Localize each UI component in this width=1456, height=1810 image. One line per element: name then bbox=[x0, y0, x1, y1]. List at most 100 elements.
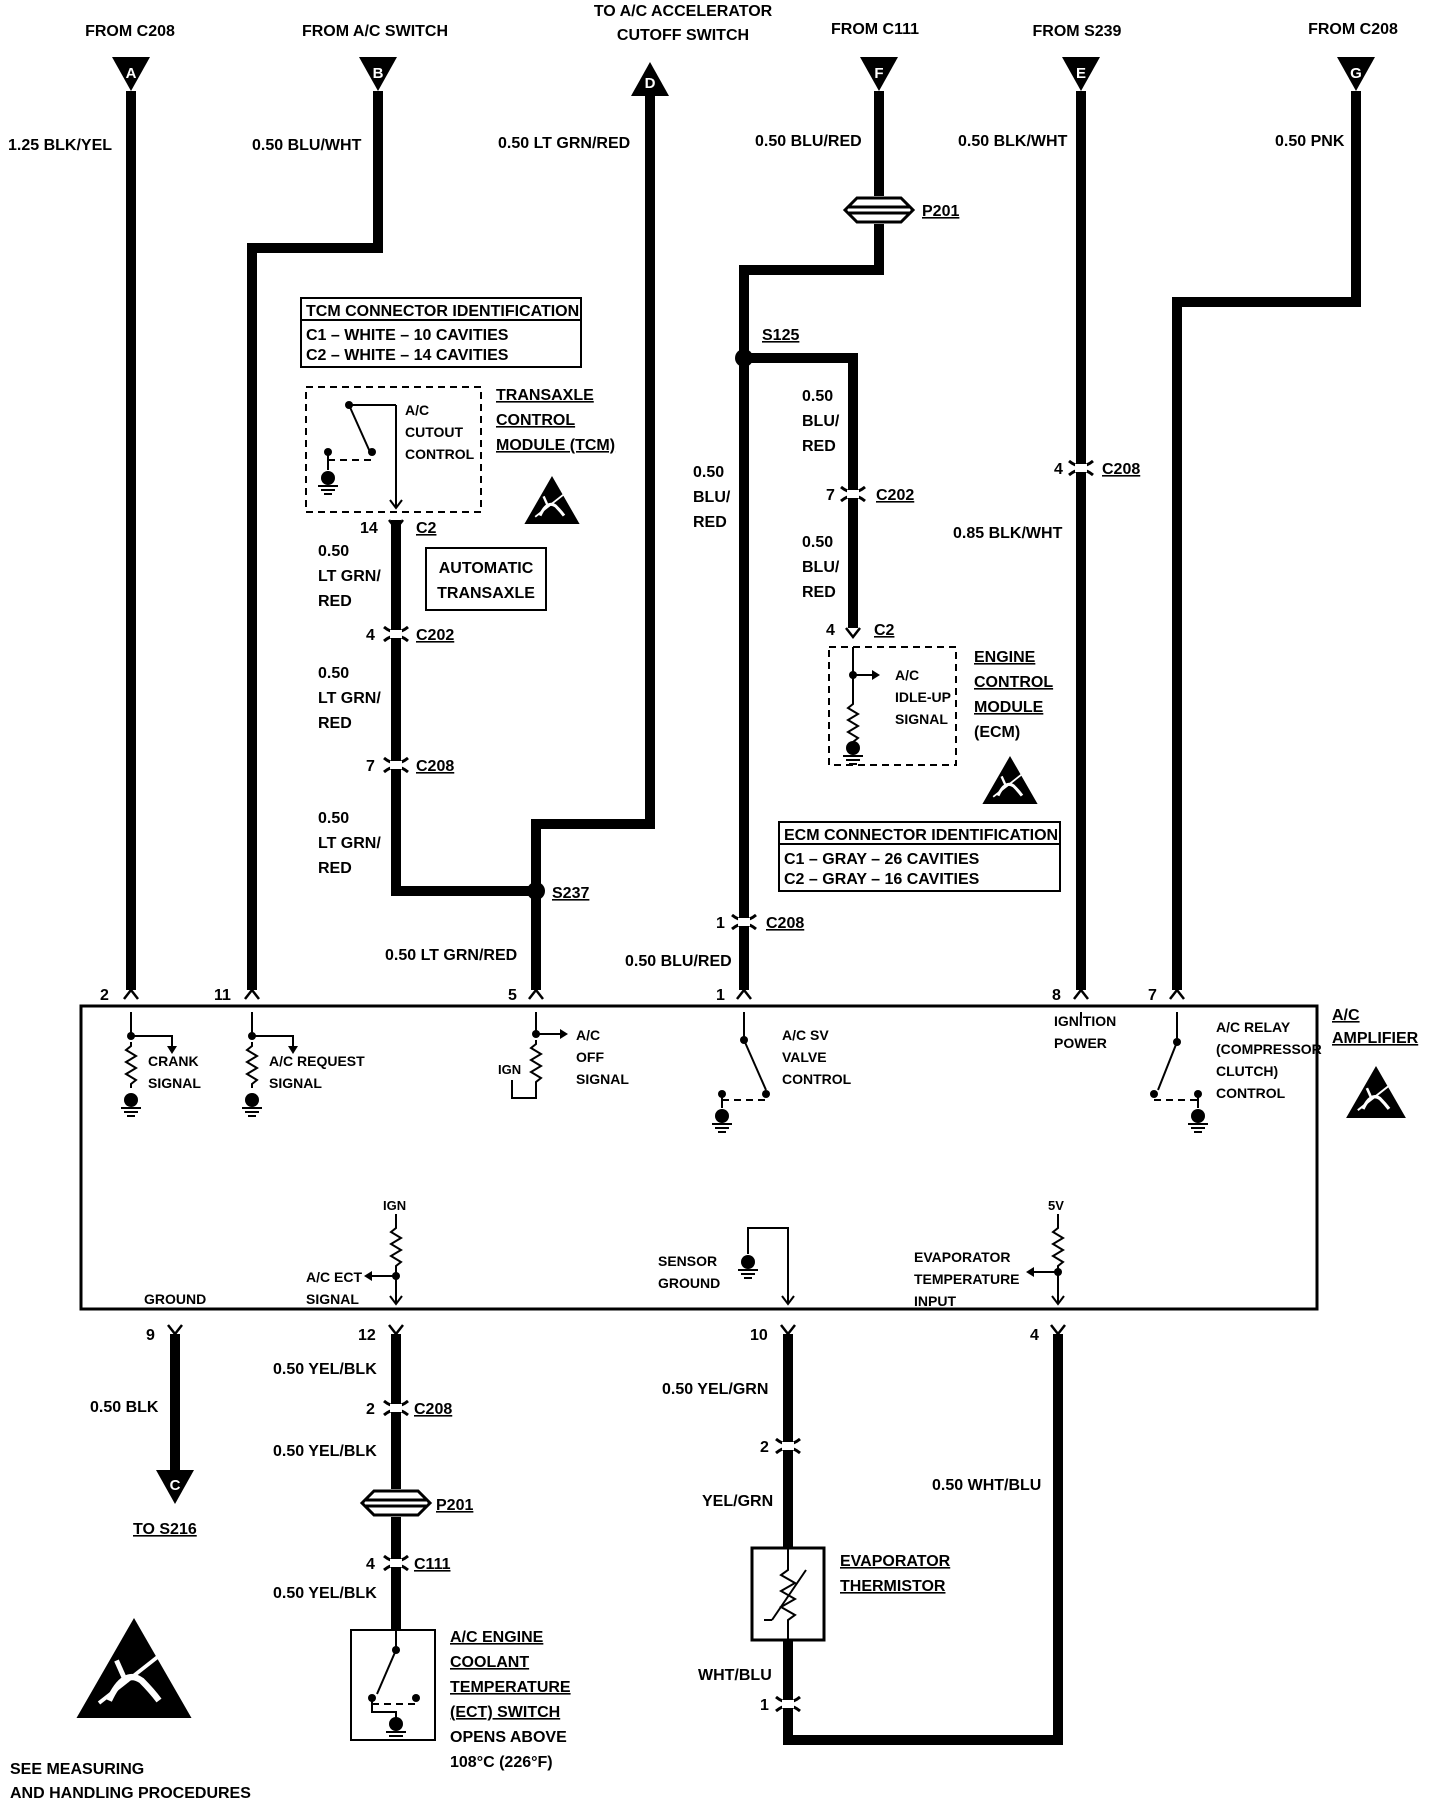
f-c208-pin: 1 bbox=[716, 915, 725, 932]
tcm-switch-l1: A/C bbox=[405, 402, 429, 418]
tcm-conn-id-c2: C2 – WHITE – 14 CAVITIES bbox=[306, 347, 509, 364]
ect-sw-l6: 108°C (226°F) bbox=[450, 1754, 553, 1771]
ect-wire1: 0.50 YEL/BLK bbox=[273, 1361, 377, 1378]
ect-sw-l5: OPENS ABOVE bbox=[450, 1729, 567, 1746]
wire-sensor bbox=[783, 1334, 1063, 1745]
f-left-wire-l1: 0.50 bbox=[693, 464, 724, 481]
e-c208-pin: 4 bbox=[1054, 461, 1063, 478]
svg-text:FROM C111: FROM C111 bbox=[831, 21, 919, 38]
ect-sw-l4: (ECT) SWITCH bbox=[450, 1704, 560, 1721]
wire-b bbox=[247, 91, 383, 990]
request-l1: A/C REQUEST bbox=[269, 1053, 365, 1069]
flag-b: FROM A/C SWITCH B bbox=[302, 23, 448, 91]
sen-pin2: 2 bbox=[760, 1439, 769, 1456]
ecm-conn-id-box bbox=[778, 821, 1061, 892]
off-l1: A/C bbox=[576, 1027, 600, 1043]
ecm-conn-id-c2: C2 – GRAY – 16 CAVITIES bbox=[784, 871, 980, 888]
tcm-pin-number: 14 bbox=[360, 520, 378, 537]
p201-label: P201 bbox=[922, 203, 959, 220]
evap-l1: EVAPORATOR bbox=[914, 1249, 1010, 1265]
ecm-sig-l1: A/C bbox=[895, 667, 919, 683]
gnd-to-label: TO S216 bbox=[133, 1521, 197, 1538]
esd-tcm-icon bbox=[522, 474, 582, 526]
evap-l3: INPUT bbox=[914, 1293, 956, 1309]
tcm-wire3-l3: RED bbox=[318, 860, 352, 877]
sensor-l1: SENSOR bbox=[658, 1253, 717, 1269]
sv-l3: CONTROL bbox=[782, 1071, 852, 1087]
gnd-wire-label: 0.50 BLK bbox=[90, 1399, 159, 1416]
ect-p201-label: P201 bbox=[436, 1497, 473, 1514]
c202-pin: 7 bbox=[826, 487, 835, 504]
svg-text:C: C bbox=[170, 1477, 181, 1494]
thermistor-icon bbox=[764, 1548, 807, 1640]
f-bottom-wire: 0.50 BLU/RED bbox=[625, 953, 732, 970]
svg-text:TO A/C ACCELERATOR: TO A/C ACCELERATOR bbox=[594, 3, 773, 20]
amp-title-l1: A/C bbox=[1332, 1007, 1360, 1024]
tcm-wire1-l2: LT GRN/ bbox=[318, 568, 381, 585]
e-c208-label: C208 bbox=[1102, 461, 1140, 478]
tcm-name-l3: MODULE (TCM) bbox=[496, 437, 615, 454]
svg-text:FROM C208: FROM C208 bbox=[1308, 21, 1398, 38]
wire-d bbox=[531, 96, 655, 990]
wire-a-label: 1.25 BLK/YEL bbox=[8, 137, 112, 154]
ect-p201-passthrough-icon bbox=[360, 1487, 432, 1519]
amp-pin-off: 5 bbox=[508, 987, 517, 1004]
e-wire-label: 0.85 BLK/WHT bbox=[953, 525, 1063, 542]
flag-a: FROM C208 A bbox=[85, 23, 175, 91]
flag-c: C bbox=[156, 1470, 194, 1504]
ign-l2: POWER bbox=[1054, 1035, 1107, 1051]
s125-label: S125 bbox=[762, 327, 799, 344]
flag-f: FROM C111 F bbox=[831, 21, 919, 91]
flag-g: FROM C208 G bbox=[1308, 21, 1398, 91]
amp-pin-ect: 12 bbox=[358, 1327, 376, 1344]
amp-pin-sensor: 10 bbox=[750, 1327, 768, 1344]
esd-ecm-icon bbox=[980, 754, 1040, 806]
c202-label: C202 bbox=[876, 487, 914, 504]
amp-pin-relay: 7 bbox=[1148, 987, 1157, 1004]
ect-sw-l3: TEMPERATURE bbox=[450, 1679, 571, 1696]
d-bottom-wire: 0.50 LT GRN/RED bbox=[385, 947, 517, 964]
f-right-wire1-l1: 0.50 bbox=[802, 388, 833, 405]
amp-pin-request: 11 bbox=[214, 987, 231, 1004]
ecm-conn-id-c1: C1 – GRAY – 26 CAVITIES bbox=[784, 851, 980, 868]
amp-pin-sv: 1 bbox=[716, 987, 725, 1004]
svg-text:B: B bbox=[373, 65, 384, 82]
off-signal-circuit bbox=[511, 1012, 568, 1099]
ect-signal-circuit bbox=[364, 1214, 403, 1306]
evap-input-circuit bbox=[1026, 1214, 1065, 1306]
tcm-wire2-l3: RED bbox=[318, 715, 352, 732]
ect-c208-label: C208 bbox=[414, 1401, 452, 1418]
f-right-wire1-l3: RED bbox=[802, 438, 836, 455]
wire-b-label: 0.50 BLU/WHT bbox=[252, 137, 362, 154]
tcm-c208-pin: 7 bbox=[366, 758, 375, 775]
sv-switch-circuit bbox=[711, 1012, 770, 1133]
f-right-wire2-l1: 0.50 bbox=[802, 534, 833, 551]
therm-l2: THERMISTOR bbox=[840, 1578, 946, 1595]
ecm-pin-number: 4 bbox=[826, 622, 835, 639]
ecm-name-l3: MODULE bbox=[974, 699, 1044, 716]
auto-transaxle-box bbox=[425, 547, 547, 611]
f-right-wire1-l2: BLU/ bbox=[802, 413, 840, 430]
svg-text:CUTOFF SWITCH: CUTOFF SWITCH bbox=[617, 27, 749, 44]
esd-amp-icon bbox=[1344, 1064, 1408, 1120]
tcm-module-box bbox=[305, 386, 482, 513]
f-c208-label: C208 bbox=[766, 915, 804, 932]
tcm-switch-l2: CUTOUT bbox=[405, 424, 464, 440]
svg-text:D: D bbox=[645, 75, 656, 92]
s237-splice-icon bbox=[527, 882, 545, 900]
wire-g bbox=[1172, 91, 1361, 990]
svg-text:A: A bbox=[126, 65, 137, 82]
f-right-wire2-l3: RED bbox=[802, 584, 836, 601]
esd-note-l2: AND HANDLING PROCEDURES bbox=[10, 1785, 251, 1802]
sensor-l2: GROUND bbox=[658, 1275, 720, 1291]
wire-f bbox=[739, 91, 884, 990]
ecm-module-box bbox=[828, 646, 957, 766]
ect-c208-pin: 2 bbox=[366, 1401, 375, 1418]
tcm-wire2-l1: 0.50 bbox=[318, 665, 349, 682]
ect-l1: A/C ECT bbox=[306, 1269, 362, 1285]
relay-switch-circuit bbox=[1150, 1012, 1209, 1133]
svg-text:FROM S239: FROM S239 bbox=[1033, 23, 1122, 40]
ect-c111-pin: 4 bbox=[366, 1556, 375, 1573]
amp-ground-label: GROUND bbox=[144, 1291, 206, 1307]
ecm-name-l2: CONTROL bbox=[974, 674, 1053, 691]
